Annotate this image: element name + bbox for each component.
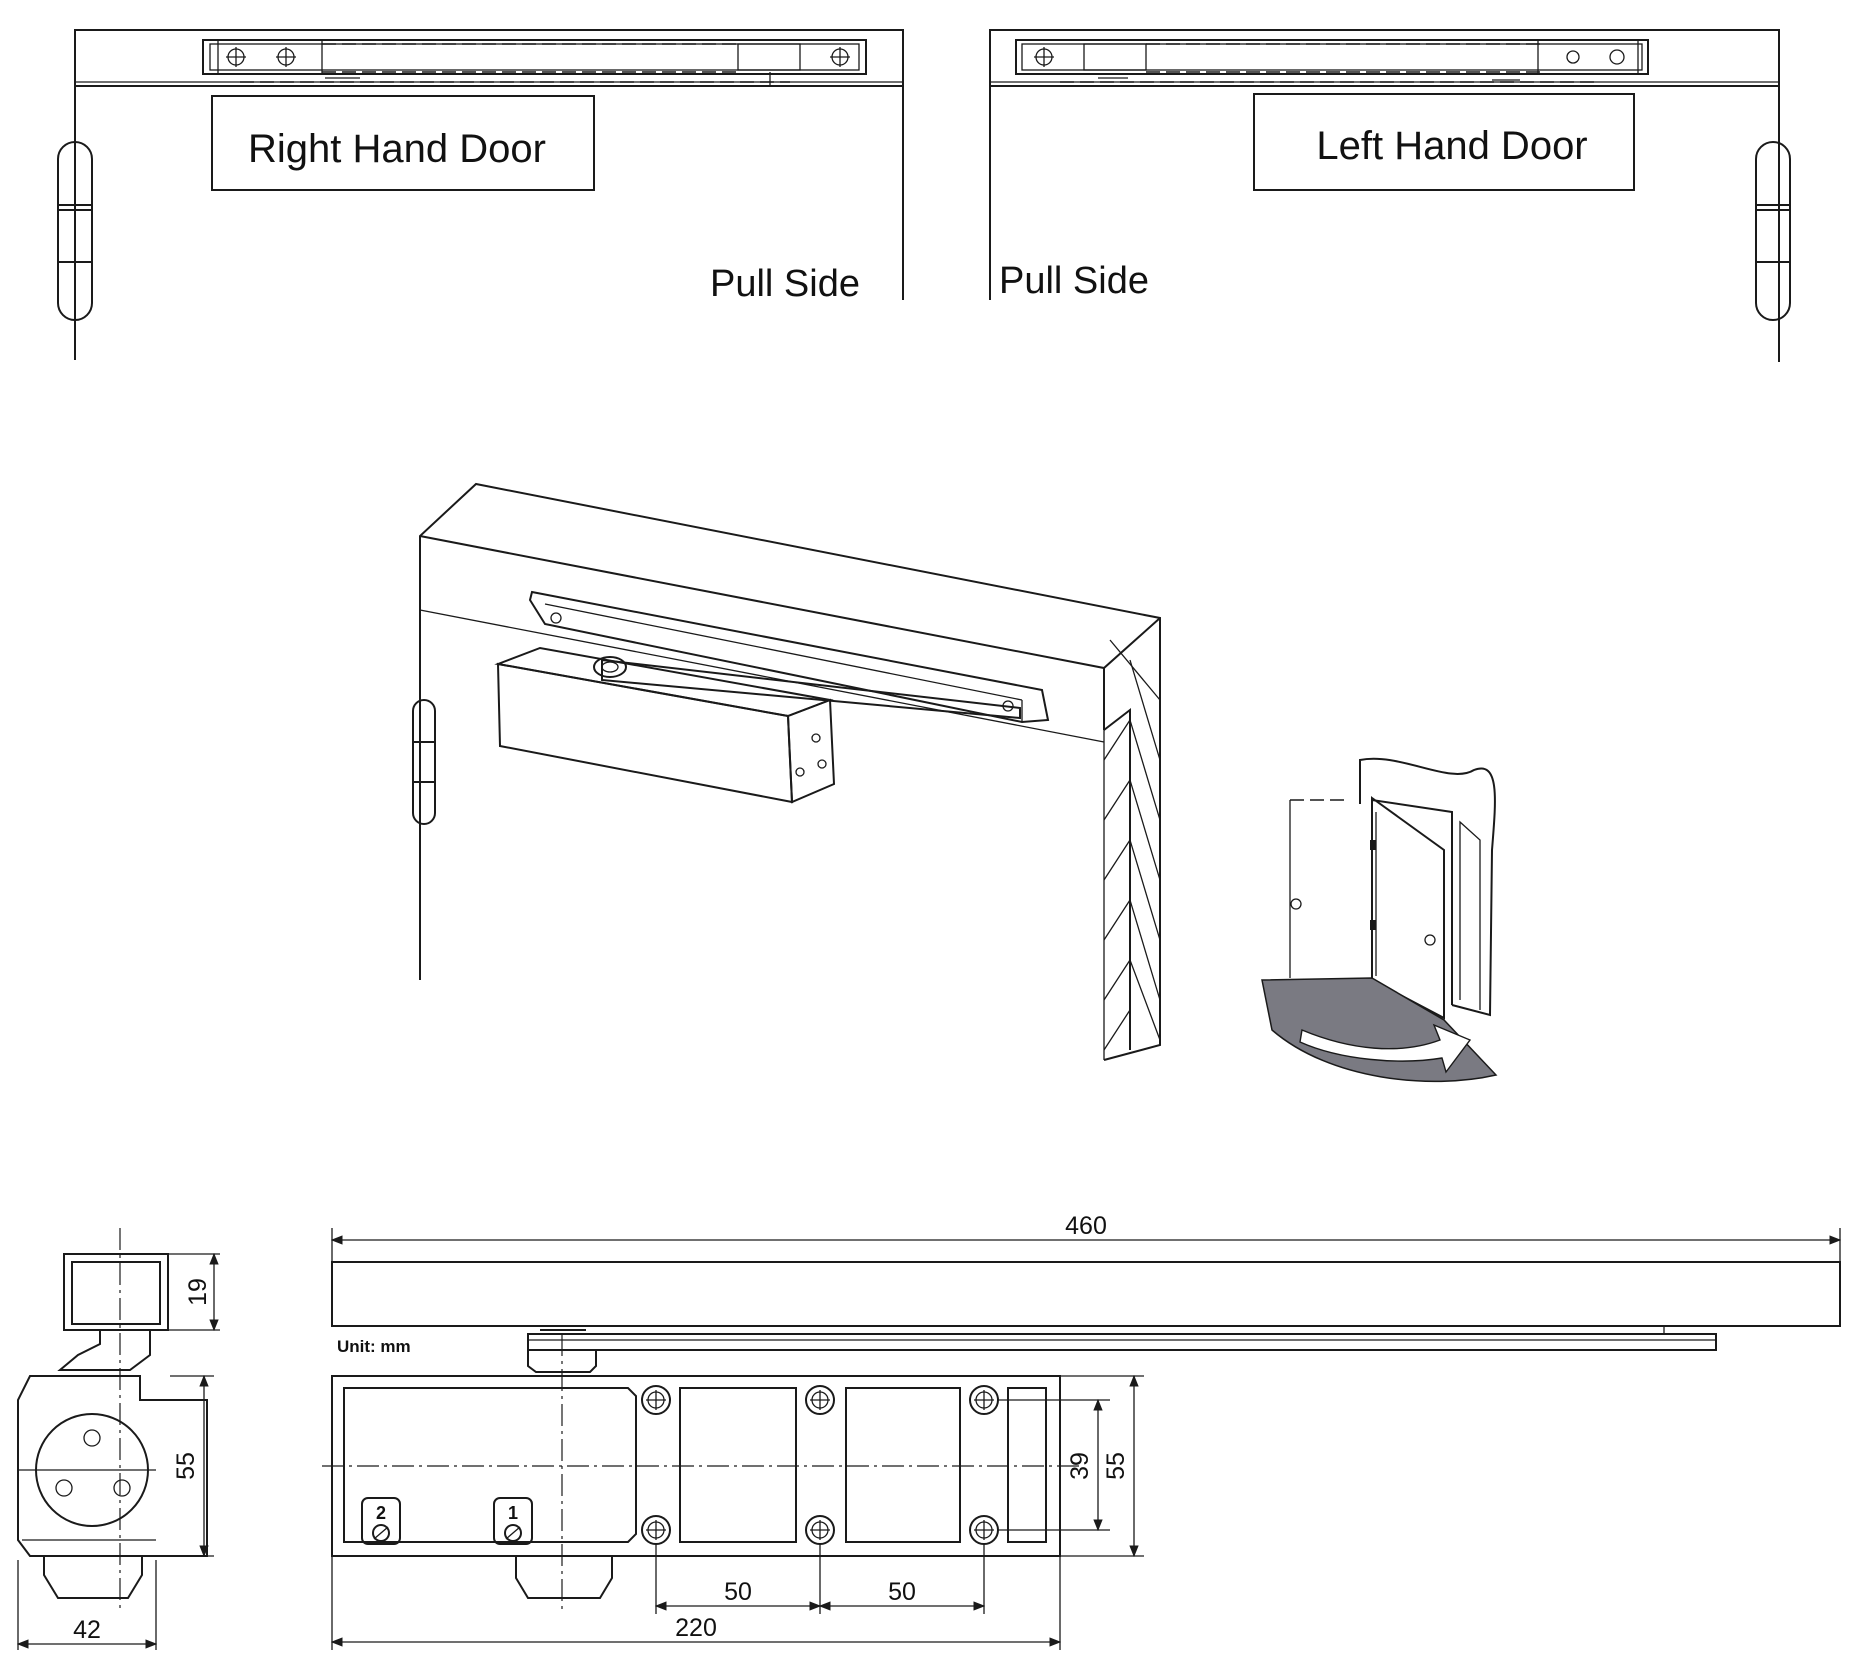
frame-section-hatch bbox=[1103, 639, 1161, 1051]
adjust-valve-2: 2 bbox=[361, 1497, 401, 1545]
screw-icon bbox=[226, 47, 246, 67]
side-section-view: 19 55 42 bbox=[16, 1228, 220, 1650]
door-swing-icon bbox=[1261, 757, 1498, 1083]
slide-track-right bbox=[202, 39, 867, 87]
hinge-icon bbox=[57, 141, 93, 321]
adjust-valve-1: 1 bbox=[493, 1497, 533, 1545]
dim-overall-length: 460 bbox=[1065, 1212, 1107, 1240]
pull-side-label-right: Pull Side bbox=[710, 263, 860, 305]
dim-hole-vertical: 39 bbox=[1066, 1452, 1094, 1480]
isometric-installation-view bbox=[412, 482, 1161, 1061]
screw-icon bbox=[276, 47, 296, 67]
right-hand-door-label-box bbox=[211, 95, 595, 191]
dim-arm-height: 19 bbox=[184, 1278, 212, 1306]
slide-track-left bbox=[1015, 39, 1649, 87]
dim-side-height: 55 bbox=[172, 1452, 200, 1480]
left-hand-door-label-box bbox=[1253, 93, 1635, 191]
pinion-housing bbox=[515, 1555, 613, 1599]
right-hand-door-label: Right Hand Door bbox=[248, 127, 546, 171]
slide-track bbox=[527, 1333, 1717, 1351]
valve-1-label: 1 bbox=[508, 1503, 518, 1523]
front-elevation-view: 460 Unit: mm bbox=[322, 1212, 1842, 1650]
dim-body-height: 55 bbox=[1102, 1452, 1130, 1480]
dim-body-length: 220 bbox=[675, 1614, 717, 1642]
closer-arm bbox=[601, 658, 1021, 720]
left-hand-door-plan-view: Left Hand Door Pull Side bbox=[989, 29, 1791, 362]
unit-label: Unit: mm bbox=[337, 1337, 411, 1356]
screw-icon bbox=[1034, 47, 1054, 67]
dim-hole-spacing-b: 50 bbox=[888, 1578, 916, 1606]
closer-body bbox=[494, 646, 836, 804]
frame-rail bbox=[331, 1261, 1841, 1327]
left-hand-door-label: Left Hand Door bbox=[1316, 124, 1587, 168]
right-hand-door-plan-view: Right Hand Door Pull Side bbox=[57, 29, 904, 360]
pinion-circle bbox=[35, 1413, 149, 1527]
dim-side-width: 42 bbox=[73, 1616, 101, 1644]
pull-side-label-left: Pull Side bbox=[999, 260, 1149, 302]
screw-hole-icon bbox=[1566, 50, 1580, 64]
mounting-holes bbox=[641, 1385, 999, 1545]
valve-2-label: 2 bbox=[376, 1503, 386, 1523]
hinge-icon bbox=[1755, 141, 1791, 321]
dim-hole-spacing-a: 50 bbox=[724, 1578, 752, 1606]
screw-icon bbox=[830, 47, 850, 67]
hinge-icon bbox=[412, 699, 436, 825]
screw-hole-icon bbox=[1609, 49, 1625, 65]
slide-rail bbox=[528, 590, 1050, 724]
